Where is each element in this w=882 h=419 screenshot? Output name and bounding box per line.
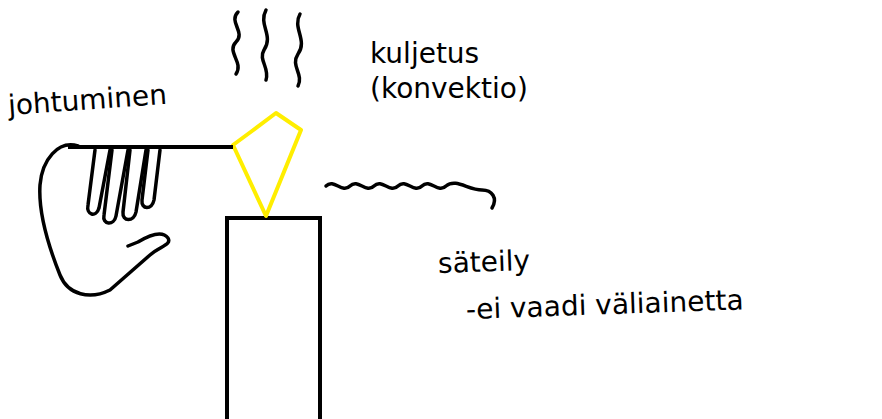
convection-waves [233,10,302,86]
conduction-label: johtuminen [7,77,168,123]
radiation-wave-arrow [326,183,494,208]
convection-label: kuljetus (konvektio) [370,36,570,106]
radiation-note: -ei vaadi väliainetta [465,282,744,327]
hand [40,145,169,295]
radiation-label: säteily [437,243,530,281]
candle [227,218,320,419]
metal-rod [68,145,233,149]
flame [233,113,301,216]
